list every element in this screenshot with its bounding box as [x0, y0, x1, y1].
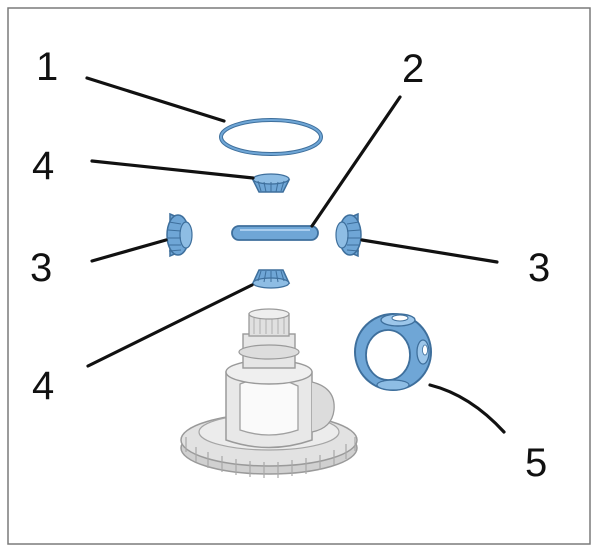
callout-3-right-label: 3 — [528, 246, 550, 290]
callout-5-label: 5 — [525, 441, 547, 485]
upper-side-gear-part — [253, 174, 289, 192]
callout-1-label: 1 — [36, 45, 58, 89]
callout-4-bottom-label: 4 — [32, 364, 54, 408]
callout-4-top-label: 4 — [32, 144, 54, 188]
lower-side-gear-part — [253, 270, 289, 288]
differential-case-part — [355, 314, 431, 390]
pinion-shaft-part — [232, 226, 318, 240]
callout-3-left-label: 3 — [30, 246, 52, 290]
callout-2-label: 2 — [402, 47, 424, 91]
